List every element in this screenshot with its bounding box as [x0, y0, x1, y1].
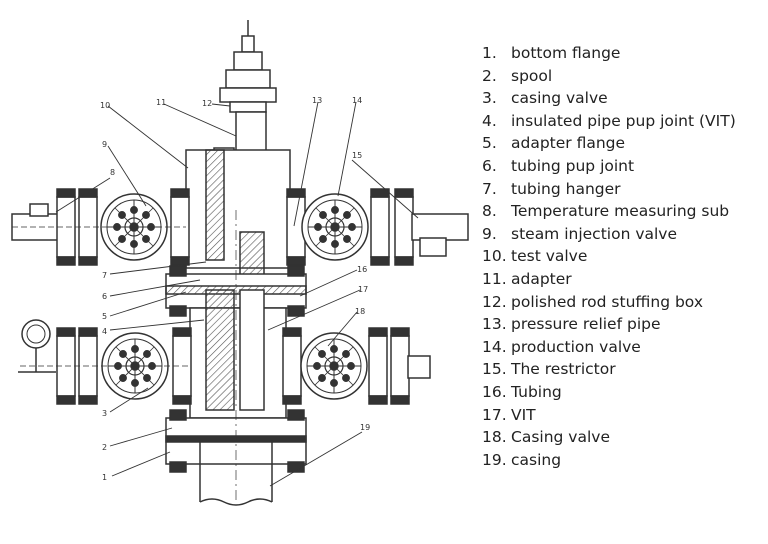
legend-item: 9. steam injection valve: [482, 223, 736, 246]
callout-7: 7: [102, 271, 107, 280]
callout-1: 1: [102, 473, 107, 482]
legend-number: 11.: [482, 269, 507, 288]
legend-item: 19.casing: [482, 449, 736, 472]
legend-number: 2.: [482, 66, 497, 85]
legend-number: 5.: [482, 134, 497, 153]
callout-15: 15: [352, 151, 362, 160]
legend-item: 16.Tubing: [482, 381, 736, 404]
callout-14: 14: [352, 96, 362, 105]
legend-number: 18.: [482, 428, 507, 447]
legend-label: tubing pup joint: [511, 156, 635, 175]
wellhead-assembly-drawing: 1 2 3 4 5 6 7 8 9 10 11 12 13 14 15 16 1…: [11, 20, 469, 506]
legend-item: 10.test valve: [482, 245, 736, 268]
callout-2: 2: [102, 443, 107, 452]
callout-8: 8: [110, 168, 115, 177]
legend-label: polished rod stuffing box: [511, 292, 703, 311]
callout-13: 13: [312, 96, 322, 105]
callout-16: 16: [357, 265, 367, 274]
legend-item: 12.polished rod stuffing box: [482, 291, 736, 314]
legend-number: 6.: [482, 156, 497, 175]
callout-12: 12: [202, 99, 212, 108]
callout-18: 18: [355, 307, 365, 316]
legend-item: 2. spool: [482, 65, 736, 88]
legend-number: 13.: [482, 315, 507, 334]
legend-label: Temperature measuring sub: [511, 202, 730, 221]
legend-label: casing valve: [511, 89, 608, 108]
legend-label: casing: [511, 450, 562, 469]
legend-label: Casing valve: [511, 428, 610, 447]
callout-4: 4: [102, 327, 107, 336]
legend-number: 12.: [482, 292, 507, 311]
legend-label: bottom flange: [511, 44, 621, 62]
legend-item: 4. insulated pipe pup joint (VIT): [482, 110, 736, 133]
legend-label: insulated pipe pup joint (VIT): [511, 111, 736, 130]
legend-item: 8. Temperature measuring sub: [482, 200, 736, 223]
legend-item: 18.Casing valve: [482, 426, 736, 449]
legend-label: steam injection valve: [511, 224, 678, 243]
legend-item: 3. casing valve: [482, 87, 736, 110]
legend-label: Tubing: [511, 382, 562, 401]
legend-item: 5. adapter flange: [482, 132, 736, 155]
legend-number: 14.: [482, 337, 507, 356]
legend-item: 14.production valve: [482, 336, 736, 359]
legend-number: 9.: [482, 224, 497, 243]
callout-5: 5: [102, 312, 107, 321]
legend-item: 7. tubing hanger: [482, 178, 736, 201]
callout-19: 19: [360, 423, 370, 432]
legend-number: 8.: [482, 202, 497, 221]
callout-11: 11: [156, 98, 166, 107]
legend-item: 17.VIT: [482, 404, 736, 427]
legend-number: 4.: [482, 111, 497, 130]
legend-number: 19.: [482, 450, 507, 469]
legend-label: production valve: [511, 337, 641, 356]
callout-3: 3: [102, 409, 107, 418]
legend-label: test valve: [511, 247, 588, 266]
legend-label: spool: [511, 66, 553, 85]
legend-number: 3.: [482, 89, 497, 108]
legend-item: 11.adapter: [482, 268, 736, 291]
legend-number: 10.: [482, 247, 507, 266]
legend-label: tubing hanger: [511, 179, 621, 198]
legend-label: VIT: [511, 405, 536, 424]
callout-10: 10: [100, 101, 110, 110]
legend-label: pressure relief pipe: [511, 315, 661, 334]
legend-label: adapter flange: [511, 134, 626, 153]
legend-number: 15.: [482, 360, 507, 379]
legend-number: 7.: [482, 179, 497, 198]
legend-item: 1. bottom flange: [482, 42, 736, 65]
parts-legend: 1. bottom flange 2. spool 3. casing valve 4…: [482, 42, 736, 471]
legend-item: 6. tubing pup joint: [482, 155, 736, 178]
legend-number: 1.: [482, 44, 497, 62]
legend-label: The restrictor: [511, 360, 616, 379]
legend-label: adapter: [511, 269, 572, 288]
callout-17: 17: [358, 285, 368, 294]
legend-item: 13.pressure relief pipe: [482, 313, 736, 336]
legend-item: 15.The restrictor: [482, 358, 736, 381]
callout-9: 9: [102, 140, 107, 149]
legend-number: 16.: [482, 382, 507, 401]
callout-6: 6: [102, 292, 107, 301]
legend-number: 17.: [482, 405, 507, 424]
